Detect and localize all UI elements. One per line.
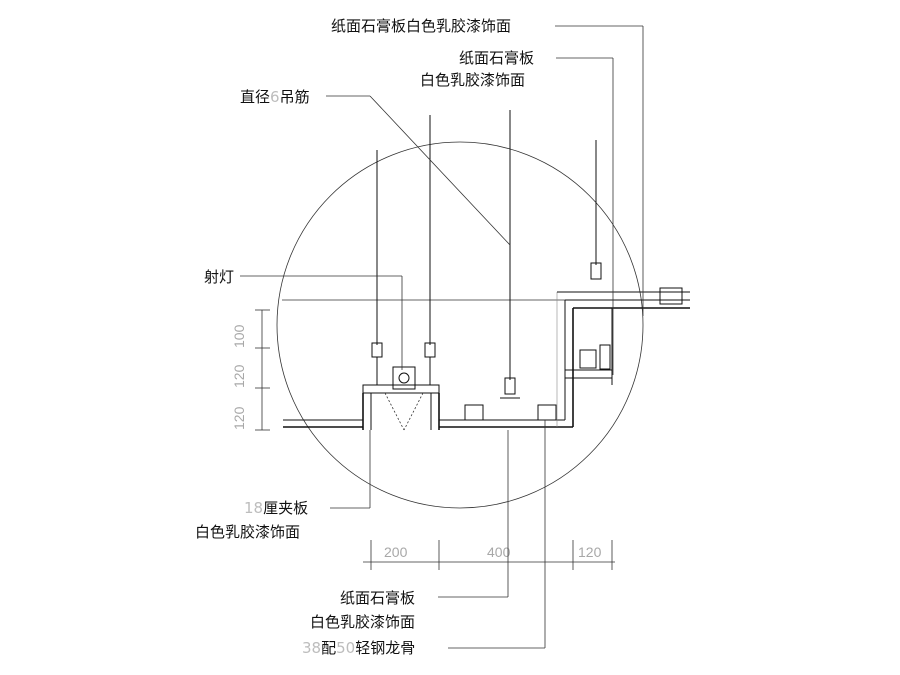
label-gypsum-b: 纸面石膏板: [340, 589, 415, 607]
spotlight-trough: [362, 357, 440, 431]
left-ceiling-board: [283, 419, 363, 428]
hdim-2: 400: [487, 544, 511, 560]
label-latex-a: 白色乳胶漆饰面: [420, 71, 525, 89]
label-keel-num1: 38: [302, 639, 321, 657]
vdim-2: 120: [231, 364, 247, 388]
label-plywood-number: 18: [244, 499, 263, 517]
vdim-3: 100: [231, 324, 247, 348]
label-top-board: 纸面石膏板白色乳胶漆饰面: [331, 17, 511, 35]
vertical-dimension: 120 120 100: [231, 309, 270, 431]
detail-circle: [276, 141, 644, 509]
vdim-1: 120: [231, 406, 247, 430]
hdim-1: 200: [384, 544, 408, 560]
label-keel-suffix: 轻钢龙骨: [355, 639, 415, 657]
label-rod-number: 6: [270, 88, 280, 106]
hdim-3: 120: [578, 544, 602, 560]
step-plywood: [556, 287, 690, 427]
label-rod: 直径6吊筋: [240, 88, 310, 106]
label-plywood-finish: 白色乳胶漆饰面: [195, 523, 300, 541]
hanger-rods: [376, 110, 597, 380]
label-latex-b: 白色乳胶漆饰面: [310, 613, 415, 631]
label-rod-prefix: 直径: [240, 88, 270, 106]
label-keel-num2: 50: [336, 639, 355, 657]
label-gypsum-a: 纸面石膏板: [459, 49, 534, 67]
label-plywood: 18厘夹板: [244, 499, 308, 517]
horizontal-dimension: 200 400 120: [363, 540, 615, 570]
leader-lines: [240, 25, 644, 649]
label-plywood-suffix: 厘夹板: [263, 499, 308, 517]
label-spotlight: 射灯: [204, 268, 234, 286]
rod-clips: [371, 262, 602, 395]
middle-ceiling-board: [439, 397, 573, 428]
label-keel: 38配50轻钢龙骨: [302, 639, 415, 657]
label-rod-suffix: 吊筋: [280, 88, 310, 106]
spotlight-fixture: [392, 366, 416, 390]
label-keel-mid: 配: [321, 639, 336, 657]
